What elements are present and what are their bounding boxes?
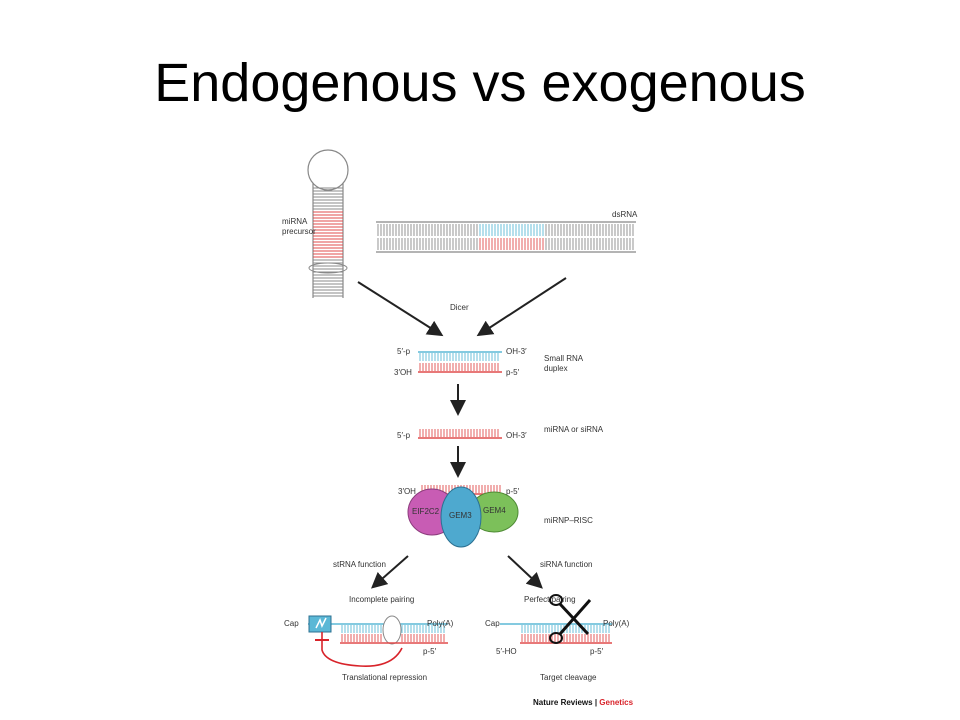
- duplex-p5-label: p-5′: [506, 368, 520, 377]
- arrow-dsrna-to-duplex: [476, 277, 567, 337]
- single-oh3-label: OH-3′: [506, 431, 527, 440]
- gem3-label: GEM3: [449, 511, 472, 520]
- dicer-label: Dicer: [450, 303, 469, 312]
- ho5-right-label: 5′-HO: [496, 647, 517, 656]
- arrow-to-sirna: [507, 555, 543, 589]
- precursor-label: precursor: [282, 227, 316, 236]
- strna-function-label: stRNA function: [333, 560, 386, 569]
- small-rna-duplex: [418, 351, 502, 373]
- mirna-or-sirna-label: miRNA or siRNA: [544, 425, 604, 434]
- duplex-oh3-label: OH-3′: [506, 347, 527, 356]
- credit-section: Genetics: [599, 698, 633, 707]
- cap-right-label: Cap: [485, 619, 500, 628]
- mirna-precursor-hairpin: [307, 149, 349, 298]
- single-5p-label: 5′-p: [397, 431, 411, 440]
- gem3-protein: [440, 486, 482, 548]
- credit-separator: |: [593, 698, 600, 707]
- risc-3oh-label: 3′OH: [398, 487, 416, 496]
- incomplete-pairing-label: Incomplete pairing: [349, 595, 414, 604]
- dsrna-label: dsRNA: [612, 210, 638, 219]
- gem4-label: GEM4: [483, 506, 506, 515]
- duplex-label: duplex: [544, 364, 568, 373]
- credit-journal: Nature Reviews: [533, 698, 593, 707]
- mirnp-risc-label: miRNP–RISC: [544, 516, 593, 525]
- slide-title: Endogenous vs exogenous: [154, 53, 806, 113]
- eif2c2-label: EIF2C2: [412, 507, 440, 516]
- figure-credit: Nature Reviews | Genetics: [533, 698, 634, 707]
- single-strand-rna: [418, 429, 502, 439]
- risc-p5-label: p-5′: [506, 487, 520, 496]
- polya-right-label: Poly(A): [603, 619, 630, 628]
- mirna-label: miRNA: [282, 217, 308, 226]
- dsrna-molecule: [376, 221, 636, 253]
- arrow-precursor-to-duplex: [357, 281, 444, 337]
- arrow-to-strna: [371, 555, 409, 589]
- small-rna-label: Small RNA: [544, 354, 584, 363]
- translational-repression-label: Translational repression: [342, 673, 427, 682]
- target-cleavage-label: Target cleavage: [540, 673, 597, 682]
- polya-left-label: Poly(A): [427, 619, 454, 628]
- sirna-function-label: siRNA function: [540, 560, 592, 569]
- scissors-icon: [549, 594, 592, 644]
- p5-left-label: p-5′: [423, 647, 437, 656]
- duplex-3oh-label: 3′OH: [394, 368, 412, 377]
- cap-left-label: Cap: [284, 619, 299, 628]
- translational-repression-panel: [308, 615, 448, 667]
- p5-right-label: p-5′: [590, 647, 604, 656]
- bulge-loop: [382, 615, 402, 645]
- duplex-5p-label: 5′-p: [397, 347, 411, 356]
